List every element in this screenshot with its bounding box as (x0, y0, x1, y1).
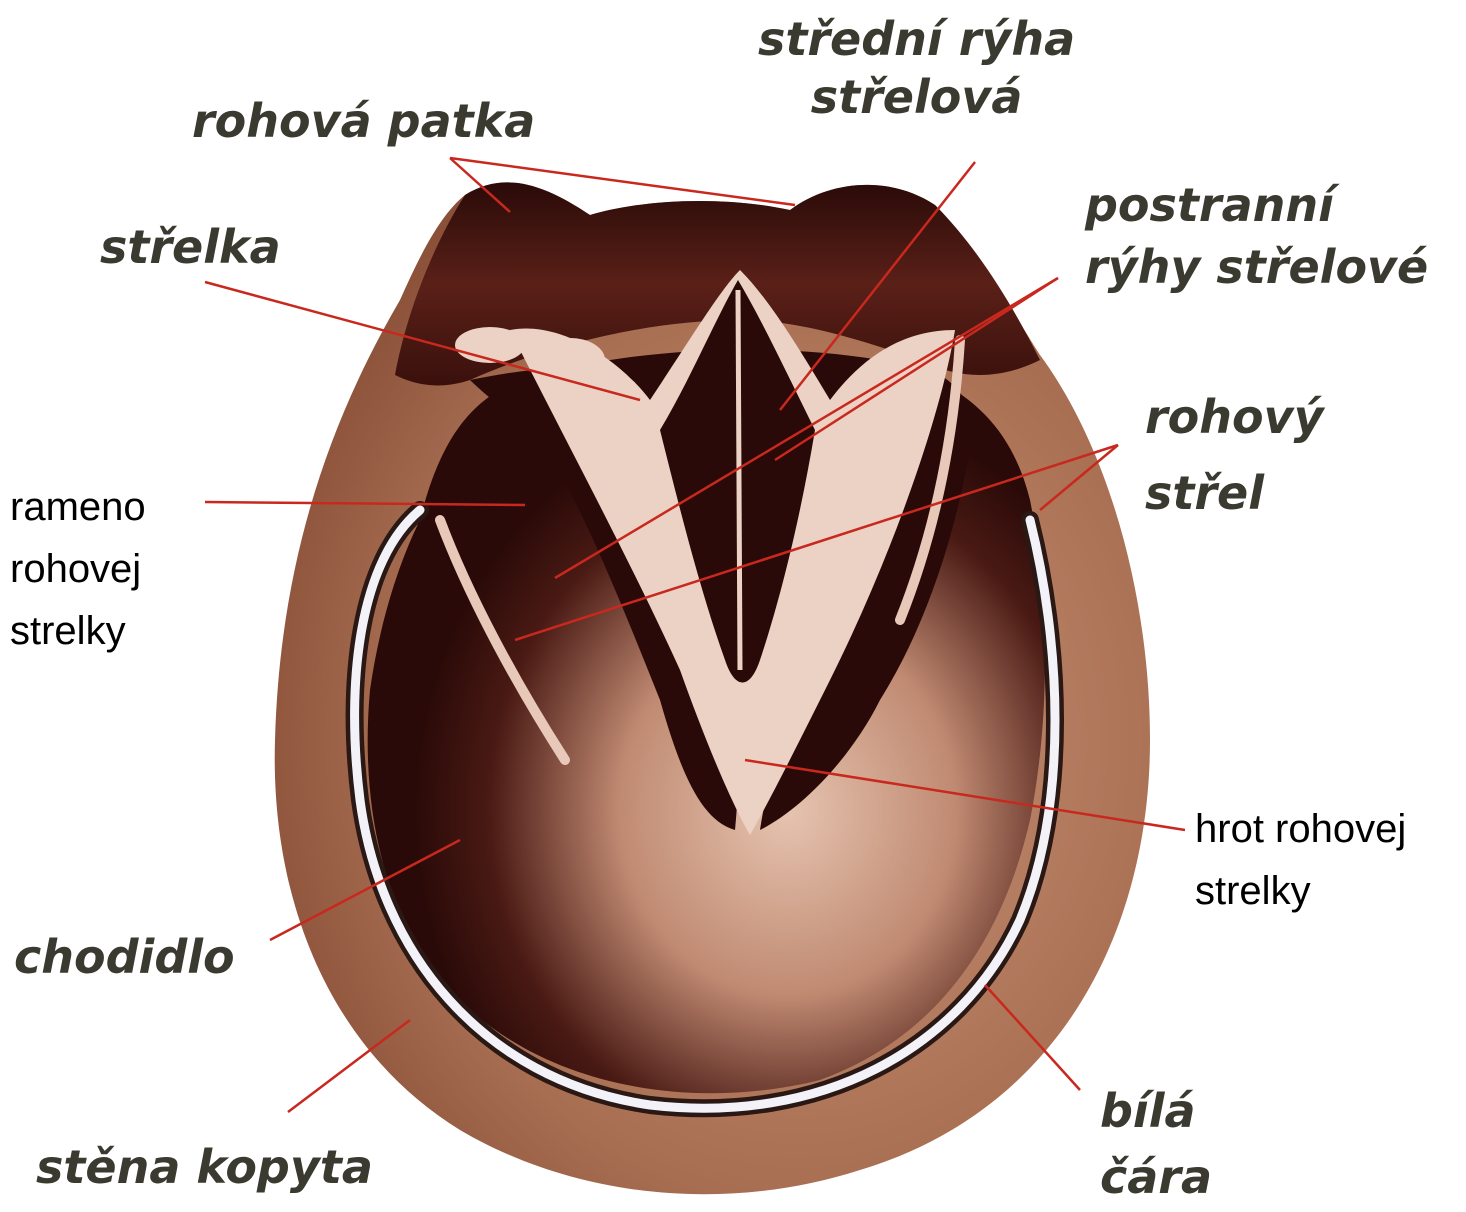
frog-center-line (738, 290, 740, 670)
label-rameno-line3: strelky (10, 600, 146, 662)
label-strelka: střelka (100, 222, 281, 272)
label-rohovy-strel: rohový střel (1145, 392, 1324, 518)
label-rohovy-strel-line1: rohový (1145, 392, 1324, 442)
label-bila-cara: bílá čára (1100, 1086, 1212, 1202)
label-rohova-patka-text: rohová patka (192, 96, 535, 146)
label-rameno-line2: rohovej (10, 538, 146, 600)
label-hrot-line1: hrot rohovej (1195, 798, 1406, 860)
label-rohovy-strel-line2: střel (1145, 468, 1324, 518)
label-postranni-ryhy: postranní rýhy střelové (1085, 180, 1428, 292)
label-bila-line2: čára (1100, 1152, 1212, 1202)
heel-bulb-left (455, 327, 525, 363)
label-chodidlo: chodidlo (14, 932, 235, 982)
label-stredni-ryha: střední rýha střelová (758, 14, 1075, 122)
label-postranni-line2: rýhy střelové (1085, 242, 1428, 292)
label-strelka-text: střelka (100, 222, 281, 272)
label-stredni-ryha-line2: střelová (758, 72, 1075, 122)
label-rameno-line1: rameno (10, 476, 146, 538)
label-rohova-patka: rohová patka (192, 96, 535, 146)
label-chodidlo-text: chodidlo (14, 932, 235, 982)
label-stena-kopyta: stěna kopyta (36, 1142, 373, 1192)
label-hrot-line2: strelky (1195, 860, 1406, 922)
label-bila-line1: bílá (1100, 1086, 1212, 1136)
label-hrot-rohovej-strelky: hrot rohovej strelky (1195, 798, 1406, 922)
label-postranni-line1: postranní (1085, 180, 1428, 230)
label-rameno-rohovej-strelky: rameno rohovej strelky (10, 476, 146, 662)
label-stena-kopyta-text: stěna kopyta (36, 1142, 373, 1192)
label-stredni-ryha-line1: střední rýha (758, 14, 1075, 64)
